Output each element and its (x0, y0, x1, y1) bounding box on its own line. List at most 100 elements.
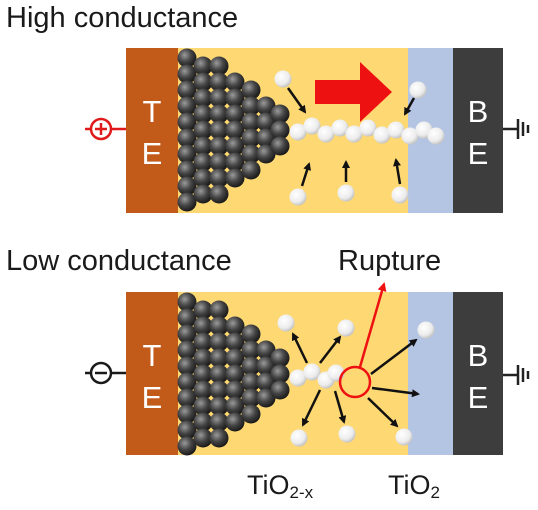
ti-atom (177, 112, 197, 132)
oxygen-vacancy (338, 425, 356, 443)
ti-atom (193, 364, 213, 384)
ti-atom (209, 168, 229, 188)
ti-atom (193, 136, 213, 156)
oxygen-vacancy (427, 127, 445, 145)
tio2x-label-sub: 2-x (289, 483, 314, 502)
ti-atom (209, 380, 229, 400)
oxygen-vacancy-chain (289, 363, 345, 389)
ti-atom (225, 104, 245, 124)
ti-atom (241, 404, 261, 424)
ti-atom (209, 348, 229, 368)
ti-atom (225, 72, 245, 92)
bottom-electrode (453, 48, 503, 213)
ti-atom (177, 436, 197, 456)
ti-atom (256, 388, 276, 408)
top-electrode-label: E (141, 380, 163, 415)
ti-atom (209, 412, 229, 432)
ti-atom (225, 332, 245, 352)
ti-atom (241, 356, 261, 376)
oxygen-vacancy (289, 123, 307, 141)
ti-atom (193, 72, 213, 92)
tio2-label: TiO2 (388, 472, 440, 502)
ti-atom (256, 144, 276, 164)
ti-atom (177, 308, 197, 328)
ti-atom (270, 104, 290, 124)
ti-atom (177, 128, 197, 148)
ti-filament-cone (177, 292, 290, 456)
ti-atom (209, 104, 229, 124)
ti-atom (270, 348, 290, 368)
ti-atom (241, 160, 261, 180)
free-oxygen-vacancies (277, 314, 435, 447)
migration-arrow (393, 158, 402, 185)
migration-arrow (371, 386, 420, 398)
ti-atom (225, 88, 245, 108)
ti-atom (177, 144, 197, 164)
ti-atom (225, 316, 245, 336)
ti-atom (193, 184, 213, 204)
bottom-electrode-label: B (467, 338, 489, 373)
oxygen-vacancy (274, 70, 292, 88)
migration-arrow (319, 335, 342, 364)
ti-atom (225, 348, 245, 368)
ti-atom (193, 316, 213, 336)
ti-atom (177, 340, 197, 360)
oxygen-vacancy-chain (289, 117, 445, 145)
tio2x-label-base: TiO (247, 470, 290, 500)
ti-atom (177, 388, 197, 408)
ti-atom (193, 428, 213, 448)
ti-atom (177, 192, 197, 212)
ti-atom (241, 388, 261, 408)
ti-atom (177, 372, 197, 392)
ti-atom (270, 380, 290, 400)
ti-atom (193, 56, 213, 76)
migration-arrow (291, 332, 309, 364)
top-electrode-label: E (141, 136, 163, 171)
oxygen-vacancy (395, 428, 413, 446)
oxygen-vacancy (345, 125, 363, 143)
tio2-layer (408, 292, 453, 455)
ti-atom (177, 80, 197, 100)
ti-atom (177, 48, 197, 68)
ti-atom (256, 356, 276, 376)
ti-atom (225, 364, 245, 384)
ti-atom (177, 404, 197, 424)
ti-atom (177, 160, 197, 180)
oxygen-vacancy (317, 125, 335, 143)
ti-atom (177, 176, 197, 196)
ti-filament-cone (177, 48, 290, 212)
ground-icon (503, 119, 530, 139)
ti-atom (177, 64, 197, 84)
ti-atom (225, 152, 245, 172)
device-high-conductance (85, 48, 530, 213)
ti-atom (256, 112, 276, 132)
ti-atom (209, 332, 229, 352)
ti-atom (177, 420, 197, 440)
oxygen-vacancy (417, 321, 435, 339)
migration-arrow (403, 97, 416, 116)
migration-arrow (370, 338, 418, 375)
ground-icon (503, 365, 530, 385)
bottom-electrode-label: B (467, 94, 489, 129)
oxygen-vacancy (303, 363, 321, 381)
oxygen-vacancy (387, 121, 405, 139)
ti-atom (225, 136, 245, 156)
ti-atom (256, 340, 276, 360)
rupture-label: Rupture (338, 245, 442, 277)
ti-atom (241, 340, 261, 360)
ti-atom (270, 364, 290, 384)
ti-atom (241, 80, 261, 100)
migration-arrow (333, 390, 347, 424)
positive-bias-terminal (85, 117, 126, 141)
oxygen-vacancy (337, 319, 355, 337)
tio2x-label: TiO2-x (247, 470, 314, 502)
device-low-conductance (85, 282, 530, 456)
ti-atom (209, 136, 229, 156)
ti-atom (209, 152, 229, 172)
free-oxygen-vacancies (274, 70, 427, 206)
ti-atom (193, 332, 213, 352)
ti-atom (225, 380, 245, 400)
rupture-marker (338, 282, 387, 399)
ti-atom (270, 136, 290, 156)
top-electrode (126, 48, 178, 213)
